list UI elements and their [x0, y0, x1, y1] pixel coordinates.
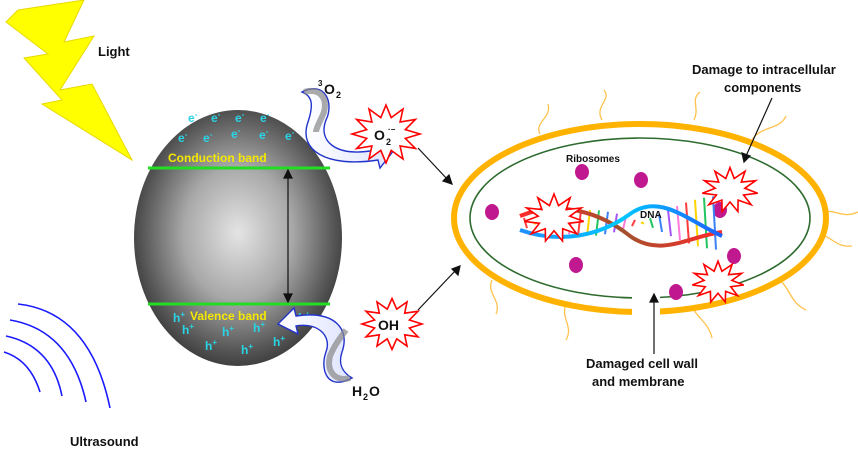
damaged-wall-label-line1: Damaged cell wall [586, 356, 698, 371]
wall-callout-arrow [649, 292, 659, 354]
dna-base-pair [658, 213, 663, 233]
water-arrow-shaft [326, 328, 351, 382]
dna-base-pair [712, 196, 717, 250]
electron: e- [235, 110, 245, 125]
ribosome [575, 164, 589, 180]
damaged-wall-gap [632, 292, 660, 316]
hole: h+ [273, 334, 285, 349]
hole: h+ [241, 342, 253, 357]
ribosome [485, 204, 499, 220]
electron: e- [260, 110, 270, 125]
water-oxidation-arrow [276, 306, 354, 383]
hole: h+ [182, 322, 194, 337]
explosion-burst-icon [349, 103, 423, 165]
damage-intracellular-label-line1: Damage to intracellular [692, 62, 836, 77]
ultrasound-label: Ultrasound [70, 434, 139, 449]
valence-band-label: Valence band [190, 309, 267, 323]
hole: h+ [222, 324, 234, 339]
water-label: H 2 O [352, 383, 380, 402]
damaged-wall-label-line2: and membrane [592, 374, 684, 389]
ribosome [727, 248, 741, 264]
electron-group: e-e-e-e-e-e-e-e-e- [178, 110, 295, 145]
ribosome [669, 284, 683, 300]
radical-attack-arrows [417, 147, 461, 311]
dna-base-pair [640, 221, 645, 225]
svg-text:O: O [324, 81, 335, 97]
dna-base-pair [667, 209, 672, 237]
ribosome [634, 172, 648, 188]
ribosome [569, 257, 583, 273]
dna-base-pair [577, 210, 582, 236]
hole: h+ [173, 310, 185, 325]
superoxide-label: O 2 ·− [374, 125, 396, 147]
svg-text:2: 2 [363, 392, 368, 402]
dna-base-pair [631, 219, 636, 227]
lightning-bolt-icon [5, 0, 134, 162]
dna-label: DNA [640, 210, 662, 221]
svg-text:O: O [369, 383, 380, 399]
electron: e- [188, 110, 198, 125]
dna-base-pair [649, 217, 654, 229]
conduction-band-label: Conduction band [168, 151, 267, 165]
electron: e- [211, 110, 221, 125]
light-label: Light [98, 44, 130, 59]
dna-helix [519, 196, 723, 250]
damage-intracellular-label-line2: components [724, 80, 801, 95]
oxygen-arrow-shaft [303, 88, 328, 133]
electron: e- [203, 130, 213, 145]
intracellular-callout-arrow [741, 97, 773, 164]
photocatalyst-particle [134, 110, 342, 366]
svg-text:O: O [374, 127, 385, 143]
electron: e- [259, 127, 269, 142]
explosion-burst-icon [523, 191, 585, 244]
svg-text:H: H [352, 383, 362, 399]
svg-text:3: 3 [318, 79, 323, 88]
sound-wave-icon [3, 303, 111, 409]
explosion-burst-icon [701, 165, 759, 214]
explosion-burst-icon [691, 258, 745, 305]
dna-base-pair [523, 217, 528, 229]
svg-text:2: 2 [386, 137, 391, 147]
electron: e- [231, 126, 241, 141]
explosion-burst-icon [359, 296, 425, 352]
electron: e- [178, 130, 188, 145]
hydroxyl-label: OH [378, 317, 399, 333]
oxygen-molecule-label: 3 O 2 [318, 79, 341, 100]
svg-text:·−: ·− [388, 125, 396, 134]
ribosomes-label: Ribosomes [566, 154, 620, 165]
hole: h+ [253, 320, 265, 335]
svg-text:2: 2 [336, 90, 341, 100]
dna-strand-b [519, 204, 723, 239]
hole: h+ [205, 338, 217, 353]
dna-base-pair [685, 202, 690, 244]
electron: e- [285, 128, 295, 143]
band-gap-arrow [283, 168, 293, 304]
dna-base-pair [703, 197, 708, 249]
